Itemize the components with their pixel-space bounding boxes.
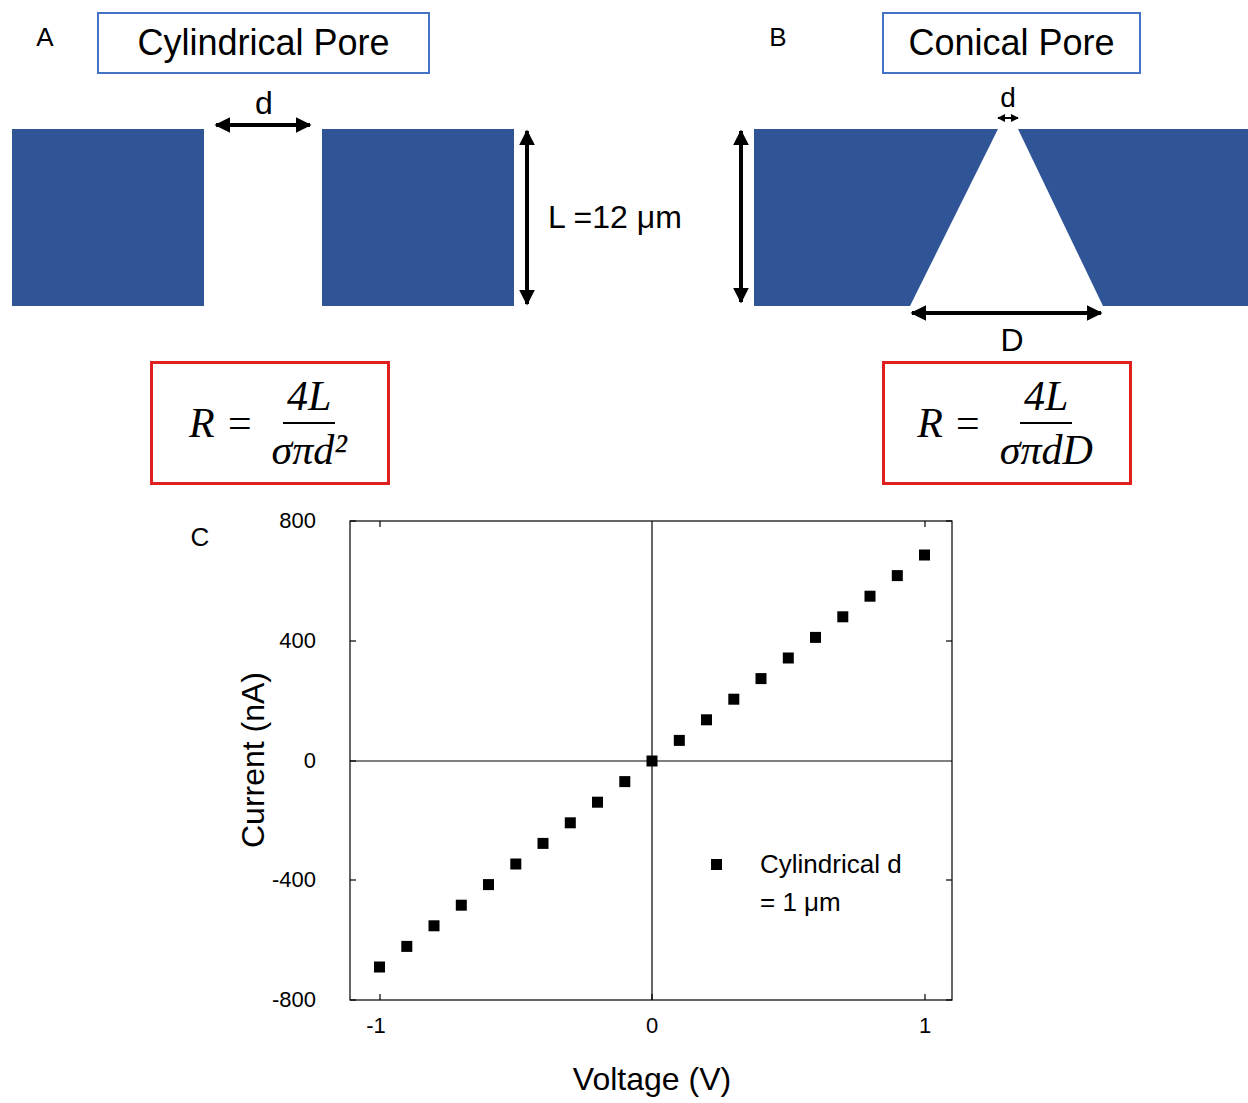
data-point — [429, 920, 440, 931]
data-point — [837, 611, 848, 622]
dimension-arrow — [912, 311, 1101, 315]
membrane-block — [322, 129, 514, 306]
panel-title: Cylindrical Pore — [137, 22, 389, 64]
data-point — [865, 591, 876, 602]
data-point — [892, 570, 903, 581]
data-point — [374, 962, 385, 973]
formula-box: R = 4LσπdD — [882, 361, 1132, 485]
dimension-arrow — [998, 117, 1018, 119]
numerator: 4L — [283, 372, 335, 424]
panel-title-box: Conical Pore — [882, 12, 1141, 74]
data-point — [483, 879, 494, 890]
data-point — [456, 900, 467, 911]
tick-label: 400 — [279, 629, 316, 653]
tick-label: -800 — [272, 988, 316, 1012]
axis-title: Current (nA) — [236, 672, 271, 848]
membrane-block — [1018, 129, 1248, 306]
tick-label: -400 — [272, 868, 316, 892]
data-point — [592, 797, 603, 808]
panel-title-box: Cylindrical Pore — [97, 12, 430, 74]
membrane-block — [754, 129, 998, 306]
formula-box: R = 4Lσπd² — [150, 361, 390, 485]
dimension-arrow — [525, 131, 529, 304]
data-point — [565, 817, 576, 828]
data-point — [619, 776, 630, 787]
panel-title: Conical Pore — [908, 22, 1114, 64]
dimension-label: d — [1000, 83, 1016, 114]
formula-lhs: R = — [189, 399, 254, 447]
formula-lhs: R = — [917, 399, 982, 447]
dimension-label: D — [1000, 323, 1023, 358]
dimension-arrow — [216, 123, 310, 127]
numerator: 4L — [1020, 372, 1072, 424]
data-point — [728, 694, 739, 705]
panel-letter: C — [191, 523, 210, 552]
chart-axes — [350, 521, 952, 1000]
denominator: σπd² — [268, 424, 351, 474]
tick-label: 0 — [304, 749, 316, 773]
legend-label: Cylindrical d = 1 μm — [760, 846, 910, 921]
tick-label: -1 — [366, 1014, 386, 1038]
panel-letter: A — [36, 23, 53, 52]
data-point — [538, 838, 549, 849]
data-point — [756, 673, 767, 684]
data-point — [401, 941, 412, 952]
dimension-label: L =12 μm — [548, 200, 682, 235]
dimension-arrow — [739, 131, 743, 302]
legend-marker — [711, 859, 722, 870]
data-point — [919, 550, 930, 561]
tick-label: 0 — [646, 1014, 658, 1038]
data-point — [674, 735, 685, 746]
axis-title: Voltage (V) — [573, 1062, 731, 1097]
data-point — [510, 859, 521, 870]
data-points — [374, 550, 930, 973]
dimension-label: d — [255, 86, 273, 121]
tick-label: 1 — [919, 1014, 931, 1038]
formula-fraction: 4Lσπd² — [268, 372, 351, 474]
panel-letter: B — [769, 23, 786, 52]
data-point — [810, 632, 821, 643]
data-point — [701, 714, 712, 725]
formula-fraction: 4LσπdD — [996, 372, 1097, 474]
denominator: σπdD — [996, 424, 1097, 474]
tick-label: 800 — [279, 509, 316, 533]
data-point — [647, 756, 658, 767]
membrane-block — [12, 129, 204, 306]
data-point — [783, 653, 794, 664]
